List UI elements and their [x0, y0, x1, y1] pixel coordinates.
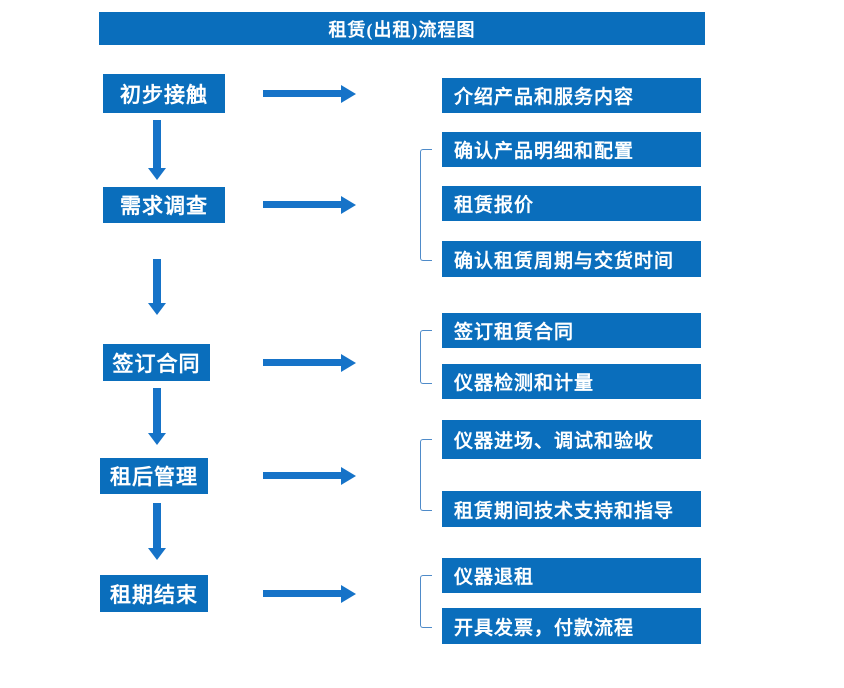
stage-box-initial-contact: 初步接触: [103, 74, 225, 113]
detail-box-confirm-config: 确认产品明细和配置: [442, 132, 701, 167]
diagram-title: 租赁(出租)流程图: [99, 12, 705, 45]
detail-box-instrument-return: 仪器退租: [442, 558, 701, 593]
stage-box-sign-contract: 签订合同: [103, 344, 210, 381]
detail-box-confirm-period: 确认租赁周期与交货时间: [442, 241, 701, 277]
down-arrow-icon-1: [153, 120, 161, 168]
right-arrow-icon-4: [263, 472, 341, 479]
down-arrow-icon-4: [153, 503, 161, 548]
right-arrow-icon-3: [263, 359, 341, 366]
detail-box-instrument-check: 仪器检测和计量: [442, 364, 701, 399]
detail-box-invoice-payment: 开具发票，付款流程: [442, 608, 701, 644]
right-arrow-icon-2: [263, 201, 341, 208]
group-bracket-sign-contract: [420, 330, 432, 384]
stage-box-post-rental-management: 租后管理: [100, 458, 208, 494]
detail-box-sign-lease: 签订租赁合同: [442, 313, 701, 348]
group-bracket-rental-end: [420, 575, 432, 628]
stage-box-demand-survey: 需求调查: [103, 187, 225, 223]
detail-box-instrument-setup: 仪器进场、调试和验收: [442, 420, 701, 459]
stage-box-rental-end: 租期结束: [100, 575, 208, 612]
detail-box-tech-support: 租赁期间技术支持和指导: [442, 491, 701, 527]
detail-box-rental-quote: 租赁报价: [442, 186, 701, 221]
right-arrow-icon-5: [263, 590, 341, 597]
group-bracket-demand-survey: [420, 149, 432, 261]
down-arrow-icon-2: [153, 259, 161, 303]
down-arrow-icon-3: [153, 388, 161, 433]
detail-box-intro-products: 介绍产品和服务内容: [442, 78, 701, 113]
right-arrow-icon-1: [263, 90, 341, 97]
group-bracket-post-rental: [420, 439, 432, 511]
